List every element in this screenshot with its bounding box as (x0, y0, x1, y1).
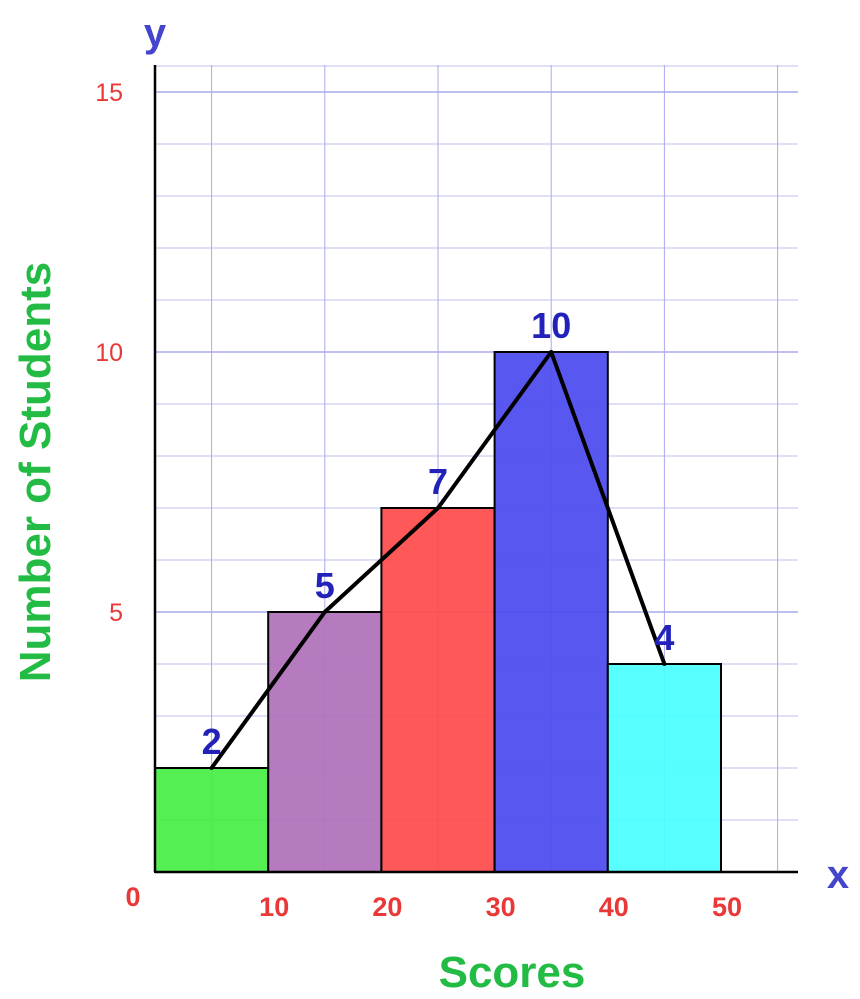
x-axis-letter: x (827, 853, 849, 897)
bar-0-10 (154, 767, 270, 873)
x-tick-label: 40 (599, 892, 629, 922)
x-tick-label: 10 (259, 892, 289, 922)
data-label: 5 (315, 565, 335, 606)
y-tick-label: 15 (95, 79, 123, 107)
axes (153, 65, 798, 874)
x-axis-title: Scores (439, 948, 586, 997)
data-label: 4 (654, 617, 674, 658)
y-axis-letter: y (144, 11, 167, 55)
frequency-polygon (209, 350, 667, 770)
x-tick-label: 50 (712, 892, 742, 922)
data-label: 10 (531, 305, 571, 346)
bar-40-50 (606, 663, 722, 873)
grid (155, 65, 798, 872)
bar-10-20 (267, 611, 383, 873)
bar-20-30 (380, 507, 496, 873)
y-tick-label: 5 (109, 599, 123, 627)
data-label: 7 (428, 461, 448, 502)
polygon-point (209, 766, 214, 770)
data-label: 2 (202, 721, 222, 762)
y-axis-title: Number of Students (11, 262, 60, 682)
bar-30-40 (493, 351, 609, 873)
polygon-point (322, 610, 327, 614)
labels: 2 5 7 10 4 5 10 15 0 10 20 30 40 50 (95, 79, 742, 922)
polygon-point (662, 662, 667, 666)
polygon-point (436, 506, 440, 510)
x-tick-label: 20 (372, 892, 402, 922)
x-tick-label: 0 (125, 882, 140, 912)
x-tick-label: 30 (486, 892, 516, 922)
y-tick-label: 10 (95, 339, 123, 367)
polygon-point (549, 350, 554, 354)
